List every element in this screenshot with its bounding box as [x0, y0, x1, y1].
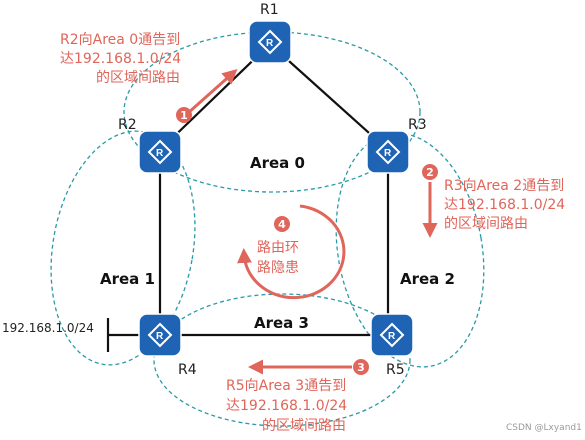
step1-arrow: [187, 69, 238, 115]
router-r4[interactable]: R: [138, 313, 182, 357]
area3-boundary: [153, 293, 411, 427]
network-label: 192.168.1.0/24: [2, 321, 94, 335]
svg-text:3: 3: [357, 361, 365, 374]
area2-boundary: [335, 132, 485, 368]
step2-badge: 2: [422, 164, 438, 180]
svg-text:R: R: [388, 331, 396, 342]
link-r1-r3: [269, 43, 389, 151]
step3-line1: R5向Area 3通告到: [226, 378, 346, 394]
links: [106, 43, 390, 352]
area1-label: Area 1: [100, 270, 155, 288]
svg-text:4: 4: [278, 218, 286, 231]
step2-line1: R3向Area 2通告到: [444, 178, 564, 194]
svg-text:R: R: [156, 331, 164, 342]
router-label-r3: R3: [408, 117, 427, 133]
step1-line3: 的区域间路由: [96, 70, 180, 86]
step2-line3: 的区域间路由: [444, 216, 528, 232]
svg-text:R: R: [384, 148, 392, 159]
step4-badge: 4: [274, 216, 290, 232]
router-icon: [257, 29, 283, 55]
svg-text:2: 2: [426, 166, 434, 179]
router-label-r5: R5: [386, 362, 405, 378]
area1-boundary: [50, 130, 196, 366]
router-r2[interactable]: R: [138, 130, 182, 174]
area0-label: Area 0: [250, 154, 305, 172]
area3-label: Area 3: [254, 314, 309, 332]
step4-line1: 路由环: [257, 240, 299, 256]
step1-line2: 达192.168.1.0/24: [60, 51, 181, 67]
step4-line2: 路隐患: [257, 260, 299, 276]
step2-line2: 达192.168.1.0/24: [444, 197, 565, 213]
step3-line2: 达192.168.1.0/24: [226, 398, 347, 414]
router-r5[interactable]: R: [370, 313, 414, 357]
router-r1[interactable]: R: [248, 20, 292, 64]
svg-text:R: R: [266, 38, 274, 49]
router-label-r1: R1: [260, 2, 279, 18]
step1-badge: 1: [176, 107, 192, 123]
area2-label: Area 2: [400, 270, 455, 288]
step3-line3: 的区域间路由: [262, 418, 346, 434]
router-r3[interactable]: R: [366, 130, 410, 174]
svg-text:R: R: [156, 148, 164, 159]
router-label-r4: R4: [178, 362, 197, 378]
router-icon: [147, 139, 173, 165]
loop-arrow-icon: [237, 204, 346, 300]
router-label-r2: R2: [118, 117, 137, 133]
router-icon: [375, 139, 401, 165]
watermark: CSDN @Lxyand1: [506, 423, 582, 433]
step1-line1: R2向Area 0通告到: [60, 32, 180, 48]
router-icon: [379, 322, 405, 348]
svg-text:1: 1: [180, 109, 188, 122]
step3-badge: 3: [353, 359, 369, 375]
router-icon: [147, 322, 173, 348]
